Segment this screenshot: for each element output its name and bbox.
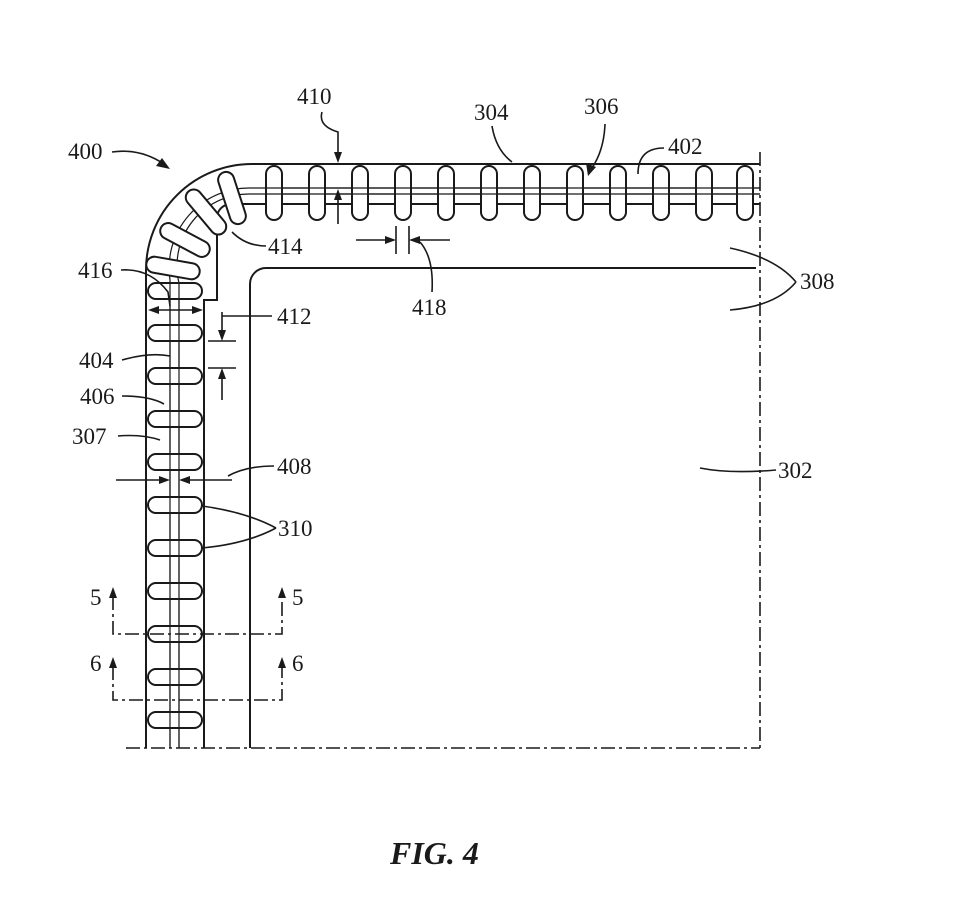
slot bbox=[147, 668, 203, 686]
leader-304 bbox=[491, 125, 513, 163]
leader-400 bbox=[111, 150, 165, 165]
slot bbox=[736, 165, 754, 221]
label-412: 412 bbox=[277, 304, 312, 329]
label-310: 310 bbox=[278, 516, 313, 541]
slot bbox=[351, 165, 369, 221]
label-306: 306 bbox=[584, 94, 619, 119]
label-408: 408 bbox=[277, 454, 312, 479]
label-402: 402 bbox=[668, 134, 703, 159]
section-line-5 bbox=[109, 587, 286, 635]
top-slot-row bbox=[265, 165, 754, 221]
strip-centerline-b bbox=[176, 193, 760, 748]
slot bbox=[480, 165, 498, 221]
leader-408 bbox=[227, 465, 275, 477]
label-307: 307 bbox=[72, 424, 107, 449]
leader-307 bbox=[117, 434, 161, 441]
slot bbox=[695, 165, 713, 221]
slot bbox=[147, 410, 203, 428]
corner-slots bbox=[145, 170, 247, 281]
panel-302-edge bbox=[249, 267, 756, 748]
label-304: 304 bbox=[474, 100, 509, 125]
slot bbox=[523, 165, 541, 221]
leader-310-a bbox=[201, 505, 277, 529]
section-6-right: 6 bbox=[292, 651, 304, 676]
slot bbox=[159, 222, 211, 258]
slot bbox=[147, 324, 203, 342]
slot bbox=[609, 165, 627, 221]
slot bbox=[437, 165, 455, 221]
label-410: 410 bbox=[297, 84, 332, 109]
leader-306 bbox=[591, 123, 606, 169]
slot bbox=[147, 367, 203, 385]
label-404: 404 bbox=[79, 348, 114, 373]
leader-310-b bbox=[201, 527, 277, 549]
leader-418 bbox=[419, 241, 434, 293]
slot bbox=[184, 188, 228, 236]
slot bbox=[265, 165, 283, 221]
leader-308-b bbox=[729, 281, 797, 311]
left-slot-column bbox=[147, 282, 203, 729]
label-416: 416 bbox=[78, 258, 113, 283]
label-414: 414 bbox=[268, 234, 303, 259]
slot bbox=[147, 453, 203, 471]
label-302: 302 bbox=[778, 458, 813, 483]
section-line-6 bbox=[109, 657, 286, 701]
section-6-left: 6 bbox=[90, 651, 102, 676]
leader-406 bbox=[121, 395, 165, 405]
slot bbox=[147, 711, 203, 729]
leader-410 bbox=[320, 111, 339, 156]
leader-414 bbox=[231, 231, 267, 247]
label-406: 406 bbox=[80, 384, 115, 409]
slot bbox=[147, 282, 203, 300]
slot bbox=[147, 496, 203, 514]
section-5-left: 5 bbox=[90, 585, 102, 610]
strip-centerline-a bbox=[168, 187, 760, 748]
slot bbox=[145, 255, 201, 281]
leader-402 bbox=[637, 147, 665, 175]
slot bbox=[147, 539, 203, 557]
label-418: 418 bbox=[412, 295, 447, 320]
figure-caption: FIG. 4 bbox=[389, 835, 479, 871]
leader-302 bbox=[699, 467, 777, 473]
strip-outer-edge bbox=[145, 163, 760, 748]
slot bbox=[308, 165, 326, 221]
leader-308-a bbox=[729, 247, 797, 283]
leader-404 bbox=[121, 353, 171, 361]
label-308: 308 bbox=[800, 269, 835, 294]
label-400: 400 bbox=[68, 139, 103, 164]
slot bbox=[394, 165, 412, 221]
slot bbox=[652, 165, 670, 221]
slot bbox=[566, 165, 584, 221]
leader-416 bbox=[120, 269, 171, 307]
slot bbox=[217, 170, 247, 226]
slot bbox=[147, 582, 203, 600]
section-5-right: 5 bbox=[292, 585, 304, 610]
